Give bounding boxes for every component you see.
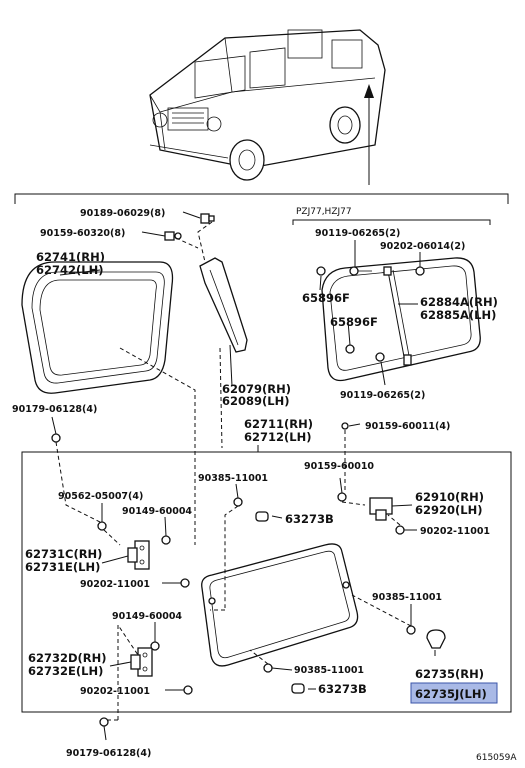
- label-90202-b: 90202-11001: [420, 526, 490, 537]
- label-62920: 62920(LH): [415, 503, 482, 517]
- label-90179-top: 90179-06128(4): [12, 404, 97, 415]
- model-bracket: [292, 219, 491, 225]
- screw-90159-60011: [341, 422, 349, 430]
- rear-door-glass: [321, 257, 481, 382]
- pointer-arrow: [364, 84, 374, 185]
- diagram-code: 615059A: [476, 753, 517, 763]
- screw-90149-lower: [150, 641, 160, 651]
- label-90149-a: 90149-60004: [122, 506, 192, 517]
- screw-90179-bot: [99, 717, 109, 727]
- pillar-garnish: [199, 257, 248, 353]
- stopper-63273-b: [291, 683, 305, 694]
- label-62735j: 62735J(LH): [415, 687, 487, 701]
- label-90119-lower: 90119-06265(2): [340, 390, 425, 401]
- clip-65896-top: [316, 266, 326, 276]
- clip-90189: [200, 213, 215, 224]
- nut-90202-top: [415, 266, 425, 276]
- label-62742: 62742(LH): [36, 263, 103, 277]
- model-note: PZJ77,HZJ77: [296, 207, 352, 217]
- label-62731e: 62731E(LH): [25, 560, 100, 574]
- highlight-62735j: [410, 682, 498, 704]
- label-90159-60011: 90159-60011(4): [365, 421, 450, 432]
- label-90562: 90562-05007(4): [58, 491, 143, 502]
- vehicle-illustration: [149, 29, 386, 181]
- label-62885a: 62885A(LH): [420, 308, 496, 322]
- nut-90202-a: [180, 578, 190, 588]
- nut-90202-b: [395, 525, 405, 535]
- latch-62910: [369, 497, 393, 521]
- nut-90385-c: [263, 663, 273, 673]
- label-90159-60320: 90159-60320(8): [40, 228, 125, 239]
- label-62089: 62089(LH): [222, 394, 289, 408]
- quarter-window-glass: [21, 261, 174, 394]
- stopper-63273-a: [255, 511, 269, 522]
- label-62711: 62711(RH): [244, 417, 313, 431]
- label-62741: 62741(RH): [36, 250, 105, 264]
- clip-65896-mid: [345, 344, 355, 354]
- stopper-62735: [426, 629, 446, 649]
- label-63273b-b: 63273B: [318, 682, 367, 696]
- label-62731c: 62731C(RH): [25, 547, 102, 561]
- label-90385-b: 90385-11001: [372, 592, 442, 603]
- label-90189-06029: 90189-06029(8): [80, 208, 165, 219]
- label-90202-d: 90202-11001: [80, 686, 150, 697]
- hinge-lower: [130, 647, 153, 677]
- label-65896f-b: 65896F: [330, 315, 378, 329]
- nut-90385-b: [406, 625, 416, 635]
- label-62910: 62910(RH): [415, 490, 484, 504]
- nut-90385-a: [233, 497, 243, 507]
- screw-90119-bot: [375, 352, 385, 362]
- screw-90179-top: [51, 433, 61, 443]
- label-62732e: 62732E(LH): [28, 664, 103, 678]
- label-90202-06014: 90202-06014(2): [380, 241, 465, 252]
- screw-90119-top: [349, 266, 372, 276]
- label-90385-a: 90385-11001: [198, 473, 268, 484]
- label-90202-c: 90202-11001: [80, 579, 150, 590]
- group-bracket: [14, 193, 509, 204]
- label-90119-upper: 90119-06265(2): [315, 228, 400, 239]
- hinge-upper: [127, 540, 150, 570]
- screw-90149-top: [161, 535, 171, 545]
- label-62732d: 62732D(RH): [28, 651, 107, 665]
- clip-90562: [97, 521, 107, 531]
- label-90149-b: 90149-60004: [112, 611, 182, 622]
- label-62735: 62735(RH): [415, 667, 484, 681]
- lower-group-box: [21, 451, 512, 713]
- label-62079: 62079(RH): [222, 382, 291, 396]
- side-glass-lower: [201, 543, 359, 667]
- label-63273b-a: 63273B: [285, 512, 334, 526]
- nut-90202-c: [183, 685, 193, 695]
- label-90179-bot: 90179-06128(4): [66, 748, 151, 759]
- screw-90159-latch: [337, 492, 347, 502]
- label-62712: 62712(LH): [244, 430, 311, 444]
- label-62884a: 62884A(RH): [420, 295, 498, 309]
- label-90159-60010: 90159-60010: [304, 461, 374, 472]
- label-65896f-a: 65896F: [302, 291, 350, 305]
- label-90385-c: 90385-11001: [294, 665, 364, 676]
